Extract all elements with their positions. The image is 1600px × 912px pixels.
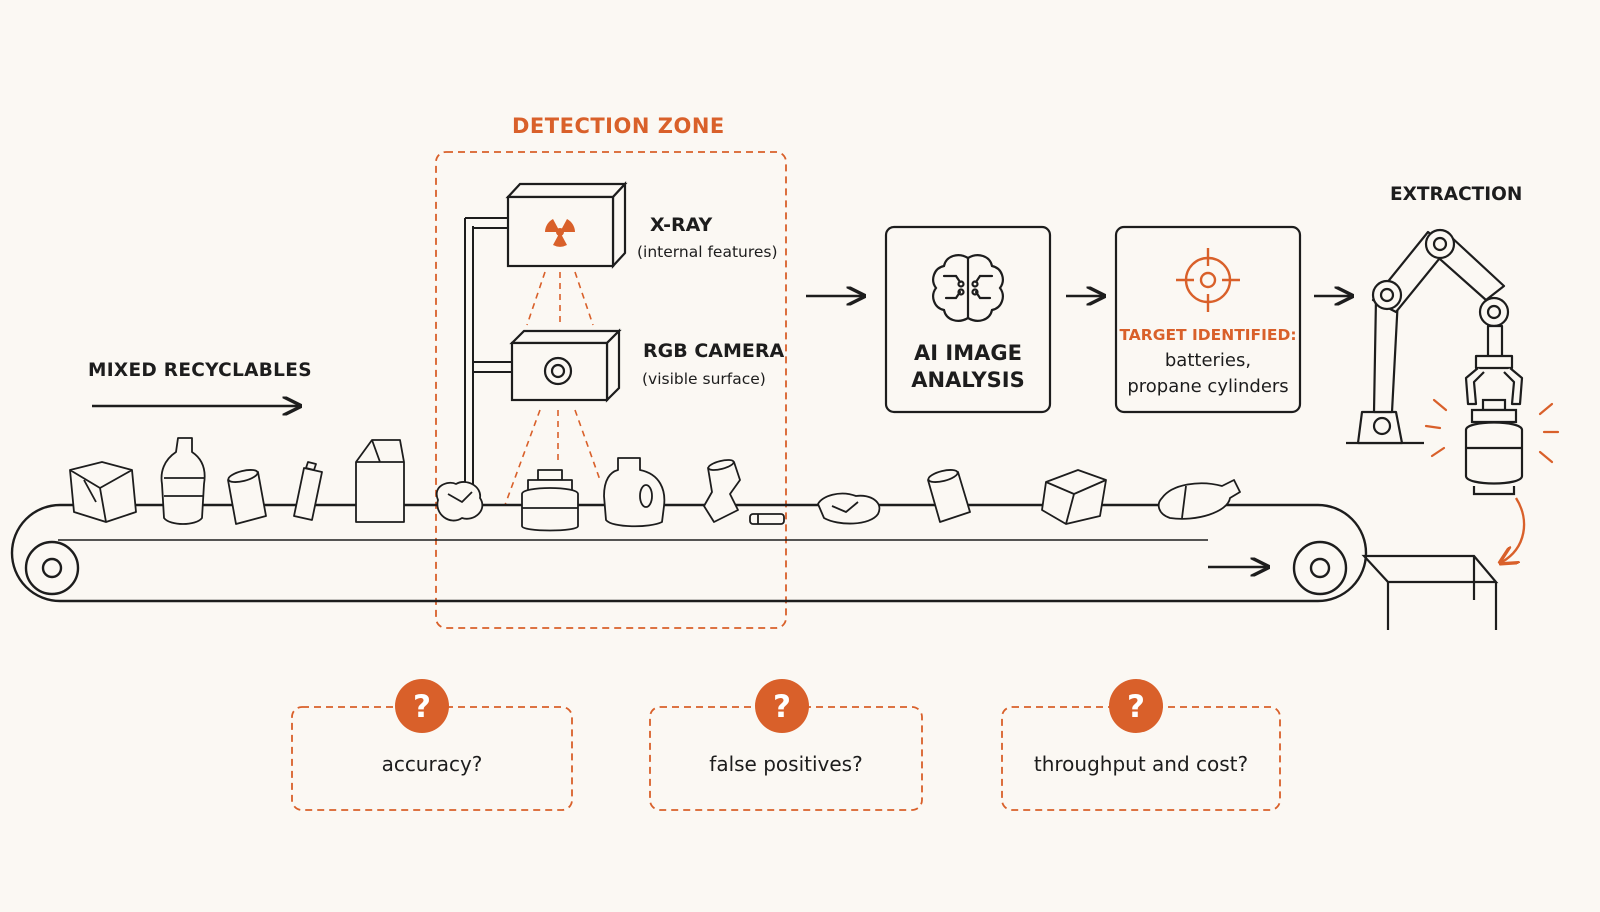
- xray-beams: [526, 271, 594, 326]
- target-title: TARGET IDENTIFIED:: [1119, 326, 1297, 344]
- brain-icon: [932, 254, 1004, 322]
- question-icon: [1109, 679, 1163, 733]
- rgb-camera-device: [509, 328, 622, 403]
- rgb-title: RGB CAMERA: [643, 340, 785, 362]
- camera-beams: [504, 409, 601, 506]
- xray-title: X-RAY: [650, 214, 713, 236]
- belt-items: [69, 437, 1241, 532]
- drop-arrow: [1502, 497, 1526, 562]
- xray-subtitle: (internal features): [637, 243, 778, 261]
- small-battery: [749, 513, 785, 525]
- extraction-label: EXTRACTION: [1390, 184, 1523, 205]
- propane-cylinder: [537, 469, 563, 481]
- question-mark-glyph: ?: [413, 689, 431, 725]
- crosshair-icon: [1176, 248, 1240, 312]
- battery-item: [293, 467, 323, 521]
- sensor-mount: [464, 217, 512, 496]
- target-label: TARGET IDENTIFIED: batteries, propane cy…: [1116, 322, 1300, 400]
- input-label: MIXED RECYCLABLES: [88, 360, 312, 381]
- target-box: [1114, 225, 1302, 414]
- target-line-2: propane cylinders: [1127, 376, 1289, 397]
- analysis-label: AI IMAGE ANALYSIS: [886, 340, 1050, 394]
- alert-sparks: [1424, 398, 1560, 464]
- milk-carton: [355, 439, 405, 523]
- detection-zone-title: DETECTION ZONE: [512, 114, 725, 138]
- question-mark-glyph: ?: [773, 689, 791, 725]
- crushed-can: [703, 461, 741, 523]
- plastic-bottle: [160, 437, 206, 525]
- collection-bin: [1361, 554, 1499, 630]
- question-mark-glyph: ?: [1127, 689, 1145, 725]
- rgb-subtitle: (visible surface): [642, 370, 766, 388]
- question-text-accuracy: accuracy?: [381, 752, 483, 776]
- radiation-icon: [545, 219, 575, 247]
- analysis-box: [884, 225, 1052, 414]
- flattened-bottle: [1157, 479, 1241, 520]
- detergent-jug: [603, 457, 666, 528]
- target-line-1: batteries,: [1164, 350, 1252, 371]
- question-icon: [395, 679, 449, 733]
- conveyor-belt: [10, 503, 1368, 603]
- question-box-throughput: [1001, 706, 1281, 811]
- robot-arm: [1346, 228, 1524, 445]
- question-badges: ? ? ?: [395, 679, 1163, 733]
- analysis-line-2: ANALYSIS: [911, 368, 1025, 392]
- held-propane-cylinder: [1464, 398, 1524, 496]
- question-text-throughput: throughput and cost?: [1033, 752, 1249, 776]
- question-text-false-positives: false positives?: [709, 752, 863, 776]
- analysis-line-1: AI IMAGE: [914, 341, 1022, 365]
- question-icon: [755, 679, 809, 733]
- camera-lens-icon: [543, 356, 573, 386]
- question-box-accuracy: [291, 706, 573, 811]
